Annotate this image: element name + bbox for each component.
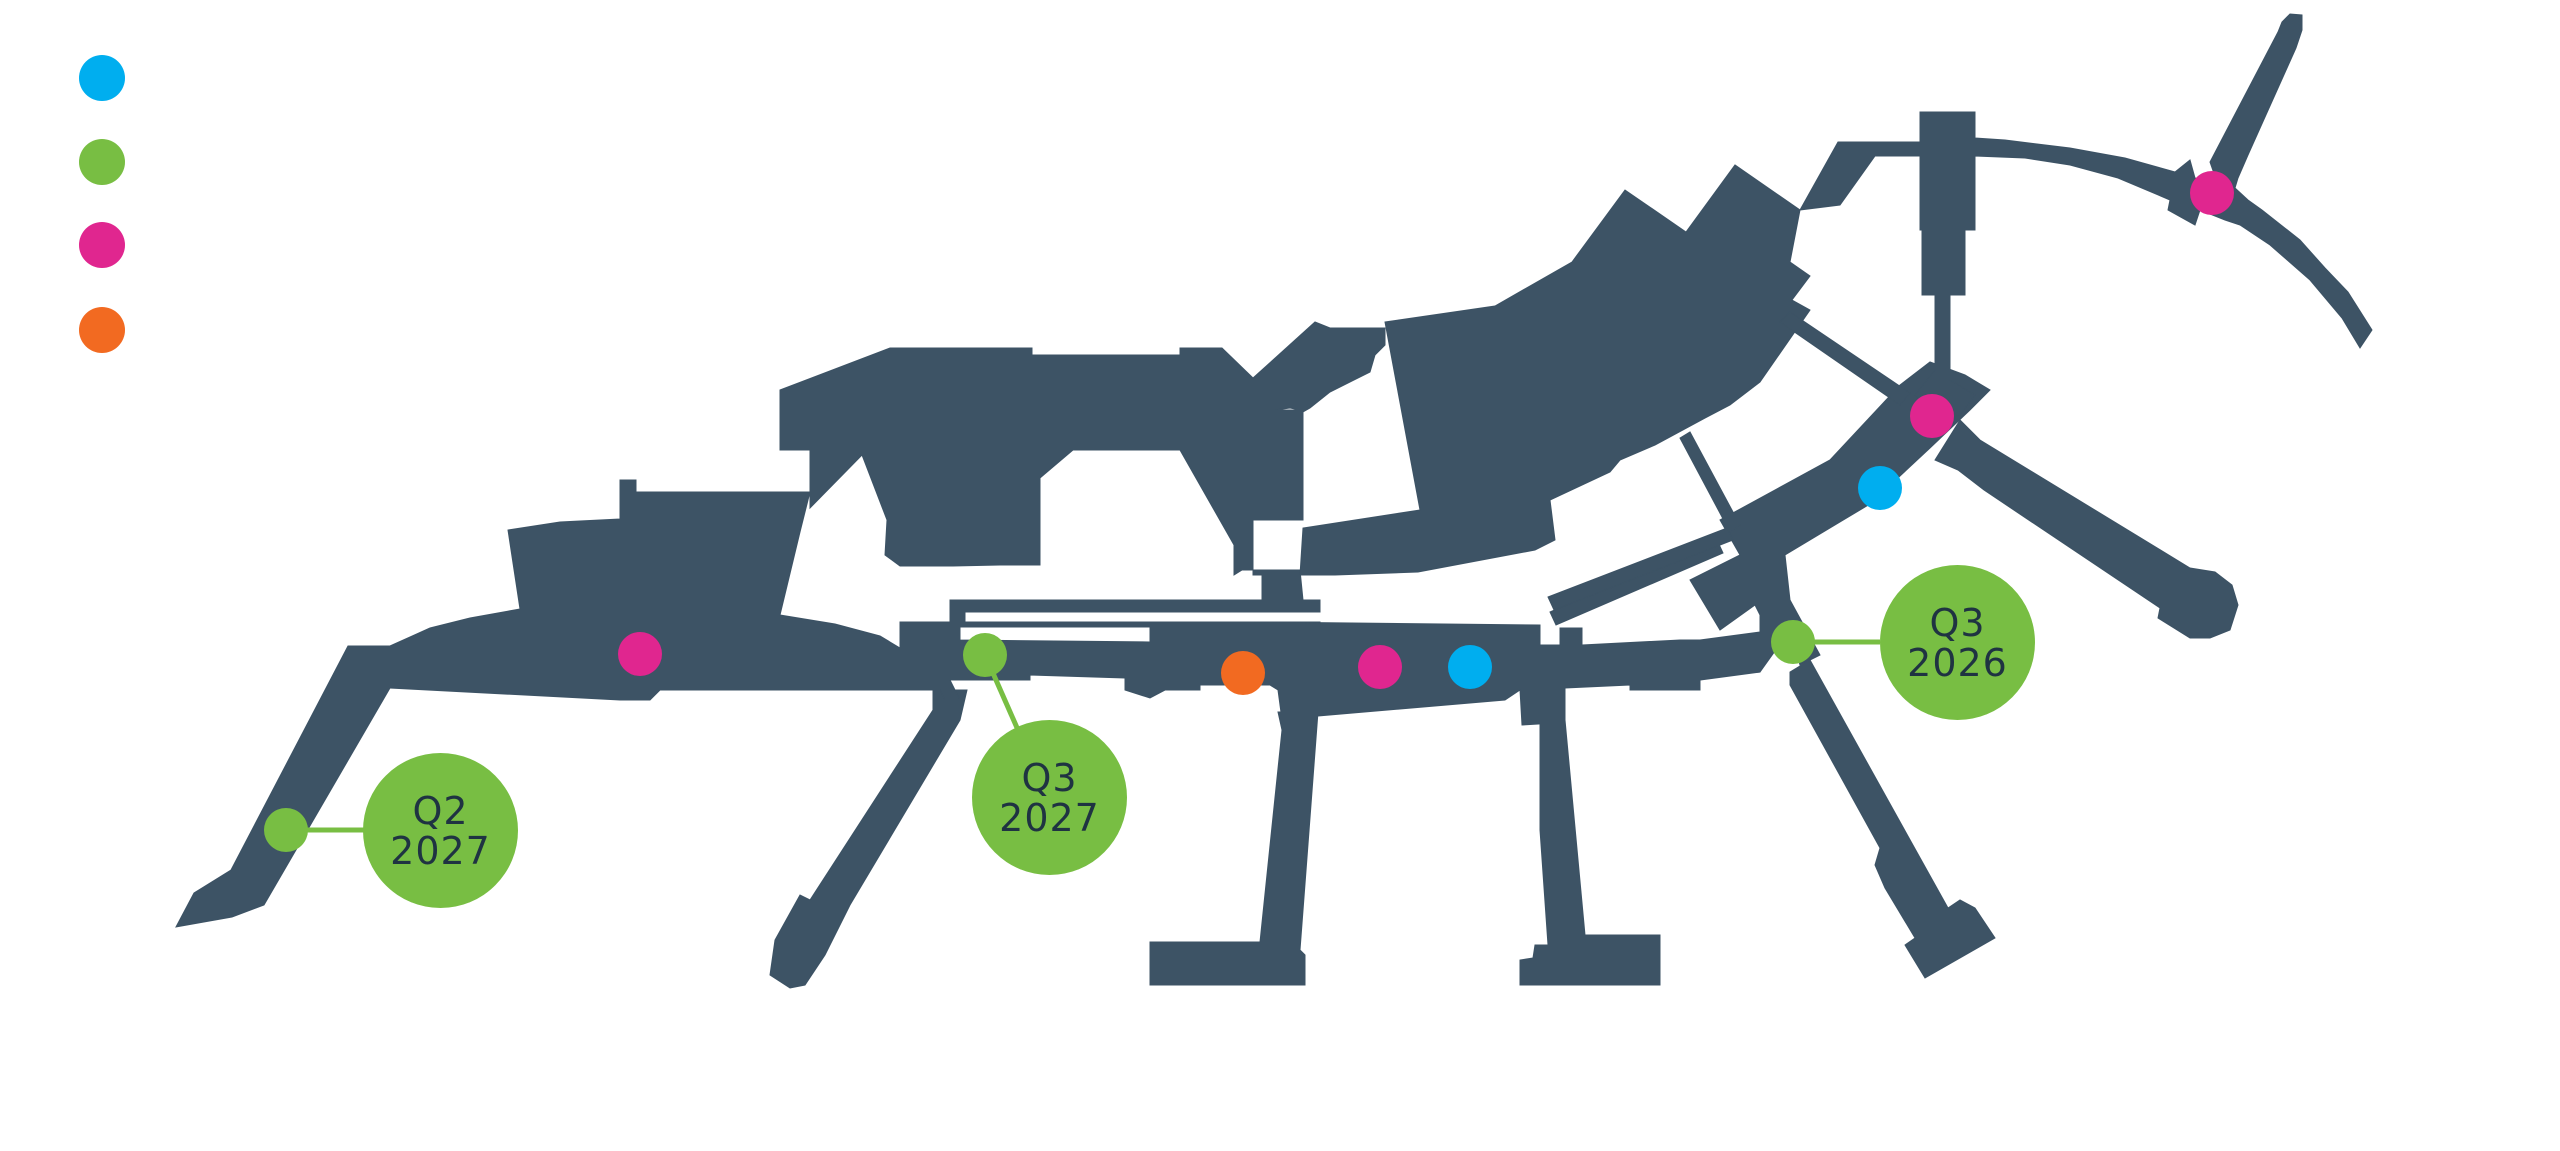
marker-blue [1858,466,1902,510]
milestone-year: 2027 [390,828,491,873]
concourse-east [1689,361,1991,681]
connector-east-diagonal-2 [1547,527,1734,611]
milestone-year: 2027 [999,795,1100,840]
concourse-central [899,621,1761,726]
legend-dot-green [79,139,125,185]
legend-dot-orange [79,307,125,353]
milestone-badge-q3-2027: Q3 2027 [972,720,1127,875]
connector-northeast [1779,311,1911,406]
milestone-year: 2026 [1907,640,2008,685]
milestone-quarter: Q3 [1929,600,1986,645]
pier-east-upper [1934,419,2239,639]
marker-orange [1221,651,1265,695]
marker-magenta [618,632,662,676]
marker-green [1771,620,1815,664]
concourse-west [389,479,951,701]
pier-south-left [1149,711,1319,986]
marker-magenta [1910,394,1954,438]
connector-row [949,599,1321,628]
legend-dot-blue [79,55,125,101]
connector-east-link [1679,431,1741,533]
marker-green [963,633,1007,677]
markers [264,171,2234,852]
connector-west [779,321,1386,576]
legend-dot-magenta [79,222,125,268]
marker-green [264,808,308,852]
marker-blue [1448,645,1492,689]
spine-north [1799,13,2373,426]
milestone-badge-q3-2026: Q3 2026 [1880,565,2035,720]
milestone-quarter: Q3 [1021,755,1078,800]
terminal-building [175,13,2373,989]
marker-magenta [2190,171,2234,215]
building-north [1299,164,1811,576]
pier-southeast [1789,659,1996,979]
milestone-quarter: Q2 [412,788,469,833]
pier-south-right [1519,719,1661,986]
milestone-badge-q2-2027: Q2 2027 [363,753,518,908]
marker-magenta [1358,645,1402,689]
pier-southwest [769,689,968,989]
pier-left [175,645,394,928]
